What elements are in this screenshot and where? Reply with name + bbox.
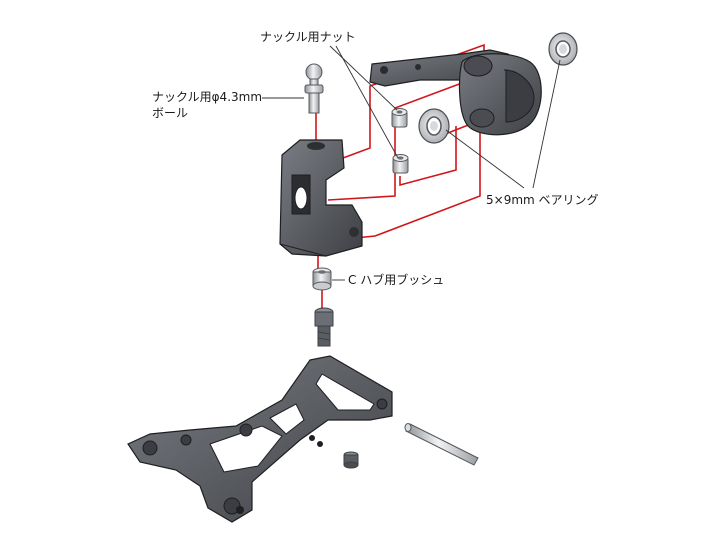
knuckle-nut-lower	[392, 154, 409, 174]
leader-bearing-lower	[445, 129, 525, 189]
label-knuckle-nut: ナックル用ナット	[260, 30, 356, 44]
knuckle-part	[369, 49, 542, 136]
guide-hub-mid-to-knuckle	[327, 79, 471, 201]
leader-lines	[262, 45, 561, 281]
leader-bearing-upper	[532, 59, 561, 189]
label-bearing: 5×9mm ベアリング	[486, 193, 599, 207]
c-hub-carrier	[279, 139, 363, 257]
set-screw	[343, 451, 359, 469]
label-c-hub-bushing: C ハブ用ブッシュ	[348, 273, 445, 287]
kingpin-screw	[314, 307, 334, 347]
leader-nut-upper	[329, 45, 398, 111]
hinge-pin	[404, 423, 479, 466]
bearing-lower	[418, 108, 450, 144]
assembly-guide-lines	[315, 43, 485, 312]
c-hub-bushing	[312, 267, 332, 291]
bearing-upper	[548, 32, 578, 66]
guide-nut-to-bearing	[399, 126, 457, 187]
guide-hub-lower-to-knuckle	[354, 130, 481, 239]
knuckle-nut-upper	[391, 108, 408, 128]
label-knuckle-ball-line1: ナックル用φ4.3mm	[152, 90, 263, 104]
label-knuckle-ball-line2: ボール	[152, 106, 189, 120]
knuckle-ball	[304, 63, 324, 114]
suspension-arm	[127, 355, 393, 523]
leader-nut-lower	[335, 45, 399, 159]
